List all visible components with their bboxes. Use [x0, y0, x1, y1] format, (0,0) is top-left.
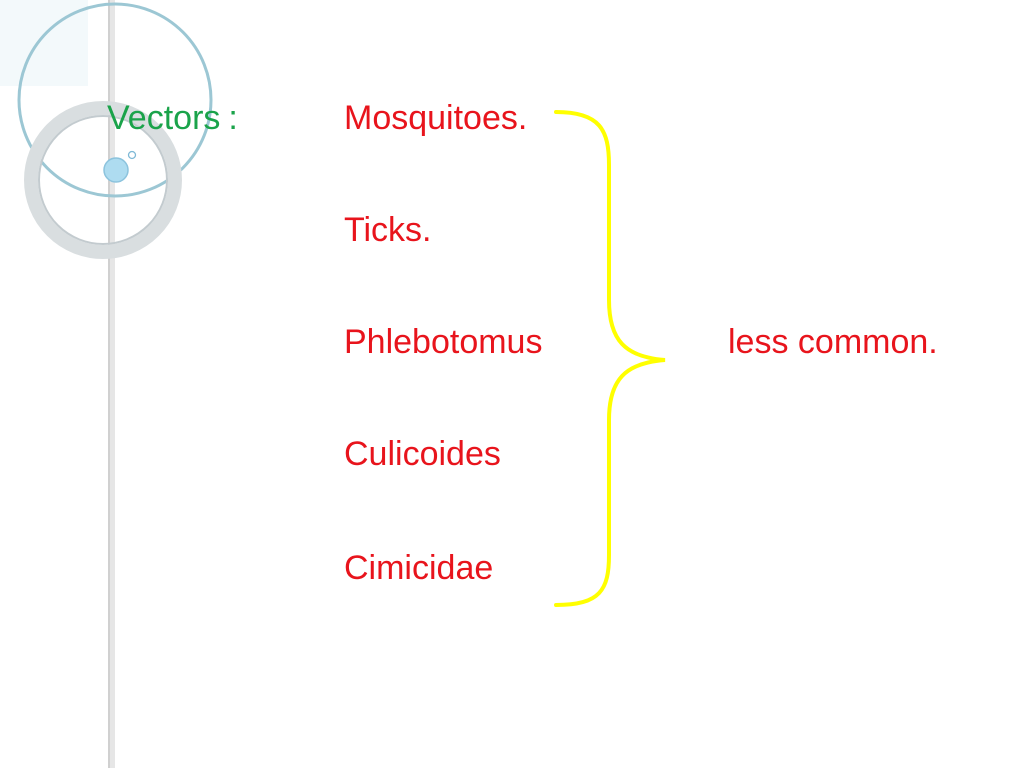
vectors-label-text: Vectors — [107, 99, 221, 137]
large-ring — [17, 2, 213, 198]
left-vertical-bar — [108, 0, 115, 768]
list-item: Ticks. — [344, 211, 432, 249]
vectors-label-colon: : — [228, 99, 238, 137]
list-item: Cimicidae — [344, 549, 494, 587]
grey-ring — [24, 101, 182, 259]
vectors-label: Vectors: — [107, 98, 238, 138]
small-bead — [127, 150, 137, 160]
list-item: Mosquitoes. — [344, 99, 528, 137]
list-item: Phlebotomus — [344, 323, 543, 361]
blue-bead — [103, 157, 129, 183]
brace-note: less common. — [728, 323, 938, 361]
list-item: Culicoides — [344, 435, 501, 473]
